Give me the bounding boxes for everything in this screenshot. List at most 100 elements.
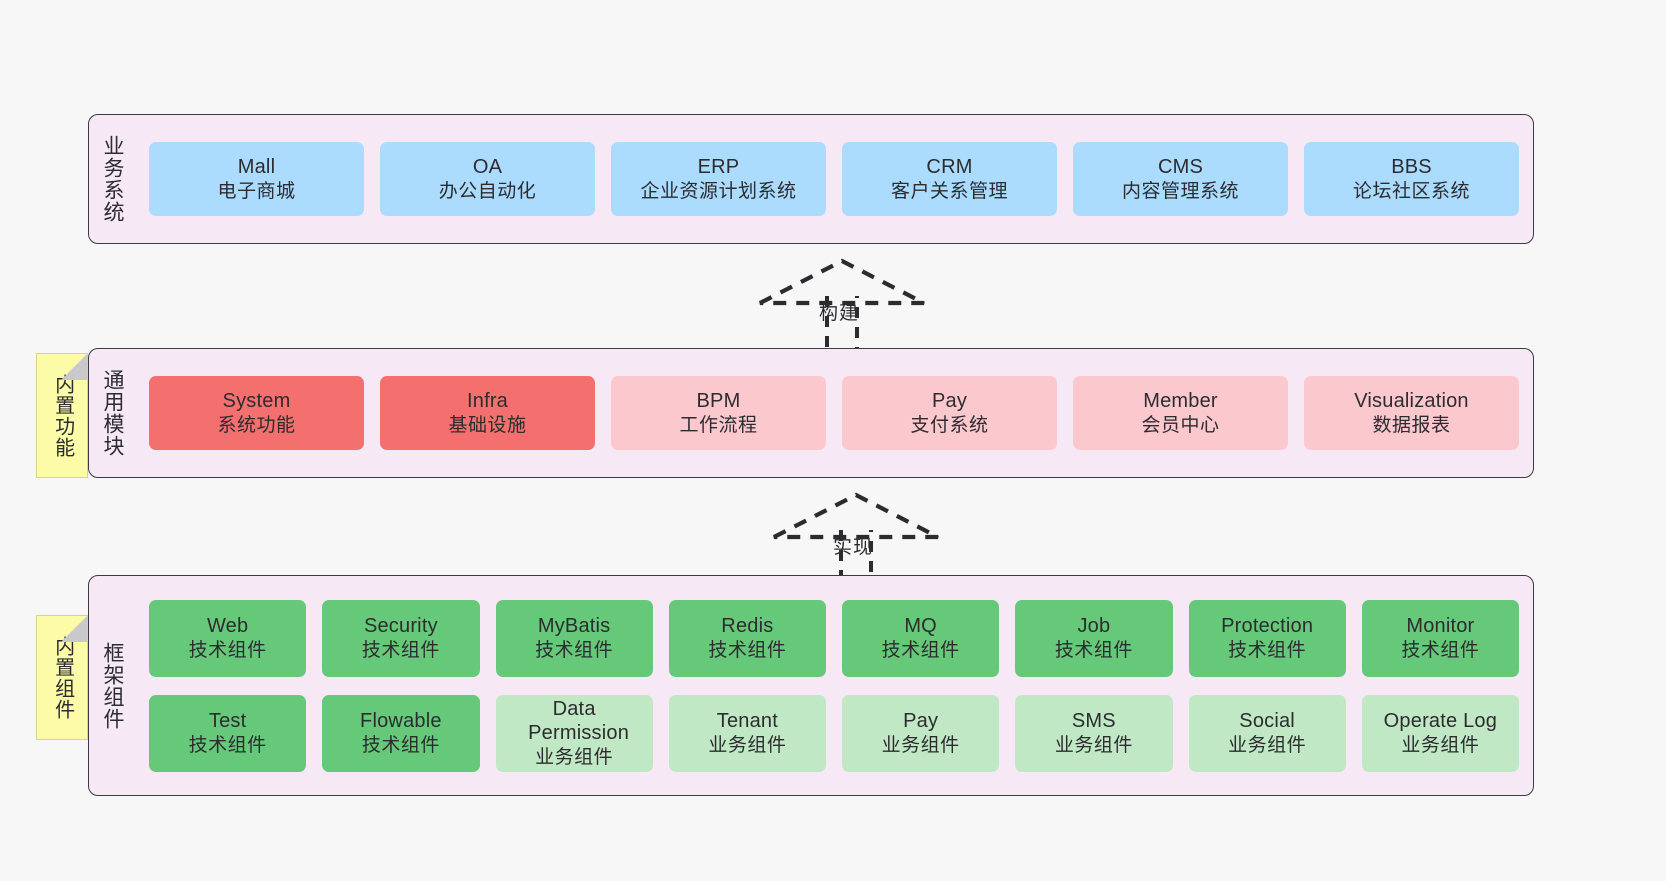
card-title: Operate Log <box>1383 710 1498 733</box>
card-title: BBS <box>1391 156 1432 179</box>
card-subtitle: 办公自动化 <box>438 180 537 202</box>
card-title: System <box>222 390 291 413</box>
card-title: Monitor <box>1406 615 1475 638</box>
layer-business-system[interactable]: 业务系统 Mall 电子商城 OA 办公自动化 ERP 企业资源计划系统 CRM… <box>88 114 1534 244</box>
card-title: Visualization <box>1354 390 1469 413</box>
card-subtitle: 技术组件 <box>1228 639 1307 661</box>
card-social[interactable]: Social 业务组件 <box>1188 694 1346 772</box>
layer-business-system-label: 业务系统 <box>100 135 124 223</box>
layer-framework-component[interactable]: 框架组件 Web 技术组件 Security 技术组件 MyBatis 技术组件… <box>88 575 1534 796</box>
card-subtitle: 系统功能 <box>217 414 296 436</box>
card-mall[interactable]: Mall 电子商城 <box>149 142 364 216</box>
card-tenant[interactable]: Tenant 业务组件 <box>668 694 826 772</box>
card-sms[interactable]: SMS 业务组件 <box>1015 694 1173 772</box>
card-title: OA <box>472 156 503 179</box>
card-title: Redis <box>721 615 774 638</box>
card-title: Test <box>208 710 247 733</box>
layer-common-module-label: 通用模块 <box>100 369 124 457</box>
card-flowable[interactable]: Flowable 技术组件 <box>322 694 480 772</box>
card-bbs[interactable]: BBS 论坛社区系统 <box>1304 142 1519 216</box>
card-title: Security <box>363 615 438 638</box>
card-subtitle: 技术组件 <box>361 734 440 756</box>
note-builtin-component[interactable]: 内置组件 <box>36 615 88 740</box>
card-title: Web <box>206 615 249 638</box>
card-title: Job <box>1077 615 1111 638</box>
note-builtin-feature[interactable]: 内置功能 <box>36 353 88 478</box>
card-title: Member <box>1143 390 1218 413</box>
card-title: CMS <box>1157 156 1204 179</box>
card-subtitle: 会员中心 <box>1141 414 1220 436</box>
card-security[interactable]: Security 技术组件 <box>322 599 480 677</box>
card-infra[interactable]: Infra 基础设施 <box>380 376 595 450</box>
card-subtitle: 技术组件 <box>188 639 267 661</box>
card-title: SMS <box>1071 710 1116 733</box>
card-redis[interactable]: Redis 技术组件 <box>668 599 826 677</box>
card-erp[interactable]: ERP 企业资源计划系统 <box>611 142 826 216</box>
note-builtin-feature-text: 内置功能 <box>51 373 74 458</box>
card-subtitle: 技术组件 <box>881 639 960 661</box>
card-subtitle: 业务组件 <box>708 734 787 756</box>
card-subtitle: 工作流程 <box>679 414 758 436</box>
card-bpm[interactable]: BPM 工作流程 <box>611 376 826 450</box>
layer-common-module[interactable]: 通用模块 System 系统功能 Infra 基础设施 BPM 工作流程 Pay… <box>88 348 1534 478</box>
card-member[interactable]: Member 会员中心 <box>1073 376 1288 450</box>
card-job[interactable]: Job 技术组件 <box>1015 599 1173 677</box>
card-mq[interactable]: MQ 技术组件 <box>842 599 1000 677</box>
layer-business-system-body: Mall 电子商城 OA 办公自动化 ERP 企业资源计划系统 CRM 客户关系… <box>135 115 1533 243</box>
card-monitor[interactable]: Monitor 技术组件 <box>1361 599 1519 677</box>
card-title: Pay <box>931 390 968 413</box>
card-title: Protection <box>1221 615 1314 638</box>
card-title: Pay <box>903 710 939 733</box>
card-subtitle: 支付系统 <box>910 414 989 436</box>
card-subtitle: 业务组件 <box>535 746 614 768</box>
card-subtitle: 电子商城 <box>217 180 296 202</box>
card-subtitle: 客户关系管理 <box>890 180 1008 202</box>
note-builtin-component-text: 内置组件 <box>51 635 74 720</box>
card-subtitle: 业务组件 <box>881 734 960 756</box>
card-pay-business[interactable]: Pay 业务组件 <box>842 694 1000 772</box>
card-subtitle: 内容管理系统 <box>1121 180 1239 202</box>
connector-implement: 实现 <box>771 492 939 588</box>
card-subtitle: 数据报表 <box>1372 414 1451 436</box>
connector-implement-label: 实现 <box>833 537 874 558</box>
card-cms[interactable]: CMS 内容管理系统 <box>1073 142 1288 216</box>
layer-framework-component-body: Web 技术组件 Security 技术组件 MyBatis 技术组件 Redi… <box>135 576 1533 795</box>
card-test[interactable]: Test 技术组件 <box>149 694 307 772</box>
card-web[interactable]: Web 技术组件 <box>149 599 307 677</box>
card-subtitle: 技术组件 <box>1401 639 1480 661</box>
card-subtitle: 基础设施 <box>448 414 527 436</box>
card-title: Social <box>1239 710 1295 733</box>
card-title: Infra <box>466 390 509 413</box>
card-row: Test 技术组件 Flowable 技术组件 Data Permission … <box>149 694 1519 772</box>
connector-build: 构建 <box>757 258 925 354</box>
card-subtitle: 业务组件 <box>1228 734 1307 756</box>
card-subtitle: 技术组件 <box>188 734 267 756</box>
card-subtitle: 业务组件 <box>1401 734 1480 756</box>
card-subtitle: 业务组件 <box>1054 734 1133 756</box>
card-crm[interactable]: CRM 客户关系管理 <box>842 142 1057 216</box>
card-system[interactable]: System 系统功能 <box>149 376 364 450</box>
card-row: Web 技术组件 Security 技术组件 MyBatis 技术组件 Redi… <box>149 599 1519 677</box>
card-subtitle: 论坛社区系统 <box>1352 180 1470 202</box>
card-title: Mall <box>237 156 276 179</box>
card-data-permission[interactable]: Data Permission 业务组件 <box>495 694 653 772</box>
card-title: ERP <box>697 156 740 179</box>
card-pay[interactable]: Pay 支付系统 <box>842 376 1057 450</box>
layer-framework-component-label: 框架组件 <box>100 641 124 730</box>
card-subtitle: 技术组件 <box>361 639 440 661</box>
card-visualization[interactable]: Visualization 数据报表 <box>1304 376 1519 450</box>
card-operate-log[interactable]: Operate Log 业务组件 <box>1361 694 1519 772</box>
card-subtitle: 技术组件 <box>535 639 614 661</box>
card-subtitle: 企业资源计划系统 <box>640 180 797 202</box>
card-title: MQ <box>904 615 937 638</box>
card-mybatis[interactable]: MyBatis 技术组件 <box>495 599 653 677</box>
card-title: Tenant <box>716 710 778 733</box>
card-oa[interactable]: OA 办公自动化 <box>380 142 595 216</box>
card-title: CRM <box>926 156 973 179</box>
layer-common-module-body: System 系统功能 Infra 基础设施 BPM 工作流程 Pay 支付系统… <box>135 349 1533 477</box>
card-row: System 系统功能 Infra 基础设施 BPM 工作流程 Pay 支付系统… <box>149 376 1519 450</box>
card-protection[interactable]: Protection 技术组件 <box>1188 599 1346 677</box>
card-title: Flowable <box>360 710 442 733</box>
connector-build-label: 构建 <box>819 303 860 324</box>
